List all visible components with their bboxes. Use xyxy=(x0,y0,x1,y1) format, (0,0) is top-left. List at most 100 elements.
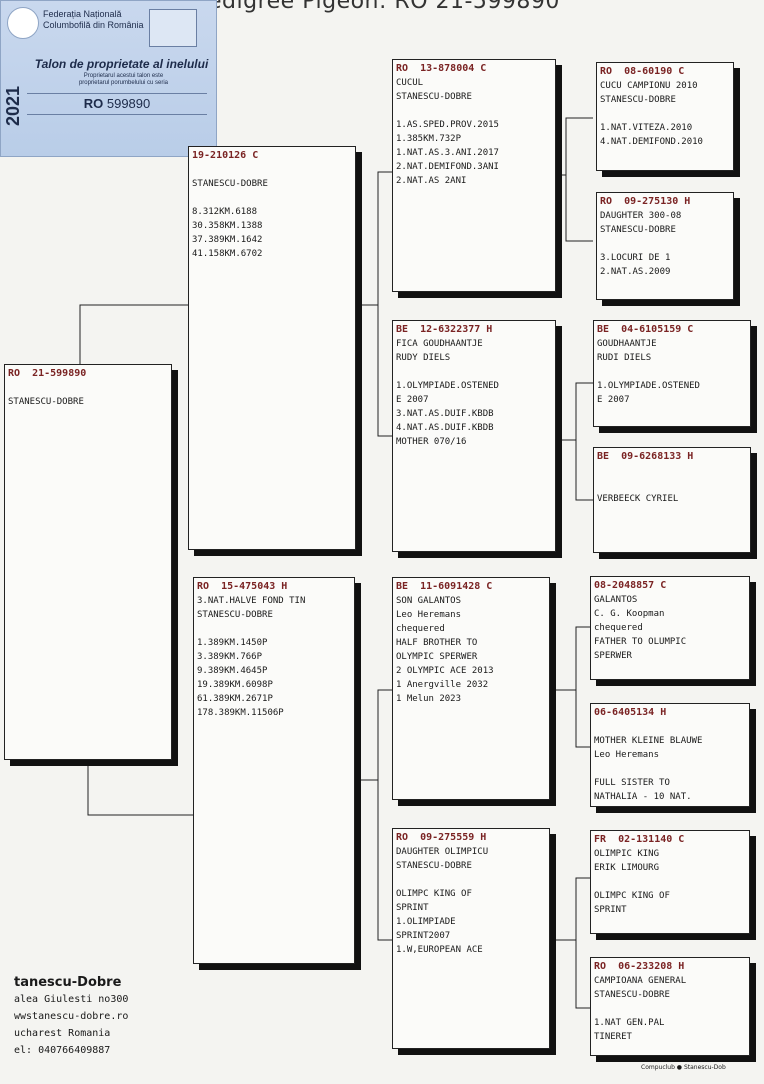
pigeon-info-line: 1.389KM.1450P xyxy=(197,638,268,648)
pigeon-info-line: STANESCU-DOBRE xyxy=(8,397,84,407)
pigeon-info-line: SPRINT xyxy=(396,903,429,913)
pigeon-info-line: OLIMPIC KING xyxy=(594,849,660,859)
pigeon-info-line: 19.389KM.6098P xyxy=(197,680,273,690)
tag-ring-number: RO 599890 xyxy=(27,93,207,115)
pigeon-info-line: STANESCU-DOBRE xyxy=(197,610,273,620)
pigeon-info-line: Leo Heremans xyxy=(396,610,462,620)
pigeon-info-line: STANESCU-DOBRE xyxy=(594,990,670,1000)
pigeon-info-line: SPRINT xyxy=(594,905,627,915)
pigeon-info-line: 4.NAT.DEMIFOND.2010 xyxy=(600,137,703,147)
pigeon-info-line: MOTHER KLEINE BLAUWE xyxy=(594,736,703,746)
pigeon-info-line: 1.W,EUROPEAN ACE xyxy=(396,945,483,955)
pigeon-info-line: 1.NAT GEN.PAL xyxy=(594,1018,665,1028)
blank-line xyxy=(192,191,352,205)
pigeon-info-line: 1 Anergville 2032 xyxy=(396,680,489,690)
pigeon-info-line: 1.OLYMPIADE.OSTENED xyxy=(396,381,499,391)
pigeon-info-line: chequered xyxy=(396,624,445,634)
pigeon-info-line: RUDI DIELS xyxy=(597,353,652,363)
ring-number: RO 15-475043 H xyxy=(197,581,288,592)
pigeon-info-line: 1.NAT.VITEZA.2010 xyxy=(600,123,693,133)
pigeon-info-line: 178.389KM.11506P xyxy=(197,708,284,718)
federation-logo-icon xyxy=(7,7,39,39)
pigeon-info-line: chequered xyxy=(594,623,643,633)
blank-line xyxy=(396,873,546,887)
pigeon-info-line: MOTHER 070/16 xyxy=(396,437,467,447)
breeder-city: ucharest Romania xyxy=(14,1028,111,1039)
pigeon-info-line: OLYMPIC SPERWER xyxy=(396,652,478,662)
federation-seal-icon xyxy=(149,9,197,47)
ring-number: 08-2048857 C xyxy=(594,580,667,591)
ring-number: RO 06-233208 H xyxy=(594,961,685,972)
pigeon-info-line: GALANTOS xyxy=(594,595,638,605)
pigeon-info-line: 1.385KM.732P xyxy=(396,134,462,144)
breeder-contact: tanescu-Dobre alea Giulesti no300 wwstan… xyxy=(14,974,128,1059)
pigeon-info-line: 37.389KM.1642 xyxy=(192,235,263,245)
blank-line xyxy=(594,875,746,889)
tag-subtext-line: Proprietarul acestui talon este xyxy=(83,73,164,79)
pedigree-title: edigree Pigeon: RO 21-599890 xyxy=(208,0,560,14)
pigeon-info-line: 9.389KM.4645P xyxy=(197,666,268,676)
pigeon-info-line: 1 Melun 2023 xyxy=(396,694,462,704)
pigeon-info-line: 4.NAT.AS.DUIF.KBDB xyxy=(396,423,494,433)
pigeon-info-line: 3.NAT.HALVE FOND TIN xyxy=(197,596,306,606)
pigeon-info-line: 1.AS.SPED.PROV.2015 xyxy=(396,120,499,130)
federation-name: Federația Națională Columbofilă din Româ… xyxy=(43,9,144,31)
pigeon-info-line: OLIMPC KING OF xyxy=(396,889,472,899)
ring-number: RO 09-275559 H xyxy=(396,832,487,843)
pigeon-info-line: STANESCU-DOBRE xyxy=(600,225,676,235)
blank-line xyxy=(396,365,552,379)
pigeon-info-line: 41.158KM.6702 xyxy=(192,249,263,259)
breeder-address: alea Giulesti no300 xyxy=(14,994,129,1005)
software-credit: Compuclub ● Stanescu-Dob xyxy=(641,1064,726,1071)
pigeon-info-line: 1.OLIMPIADE xyxy=(396,917,456,927)
blank-line xyxy=(597,464,747,478)
pigeon-info-line: FICA GOUDHAANTJE xyxy=(396,339,483,349)
pigeon-info-line: FATHER TO OLUMPIC xyxy=(594,637,687,647)
blank-line xyxy=(600,237,730,251)
pigeon-info-line: NATHALIA - 10 NAT. xyxy=(594,792,692,802)
blank-line xyxy=(594,1002,746,1016)
pigeon-info-line: ERIK LIMOURG xyxy=(594,863,660,873)
blank-line xyxy=(197,622,351,636)
pigeon-box-dam: RO 15-475043 H 3.NAT.HALVE FOND TIN STANES… xyxy=(193,577,355,964)
blank-line xyxy=(192,163,352,177)
pigeon-info-line: 8.312KM.6188 xyxy=(192,207,258,217)
breeder-phone: el: 040766409887 xyxy=(14,1045,111,1056)
pigeon-info-line: GOUDHAANTJE xyxy=(597,339,657,349)
ring-number: BE 09-6268133 H xyxy=(597,451,694,462)
federation-name-line: Federația Națională xyxy=(43,9,122,19)
pigeon-info-line: 3.NAT.AS.DUIF.KBDB xyxy=(396,409,494,419)
pigeon-info-line: FULL SISTER TO xyxy=(594,778,670,788)
tag-subtext: Proprietarul acestui talon este propriet… xyxy=(41,73,206,87)
blank-line xyxy=(597,478,747,492)
pigeon-info-line: E 2007 xyxy=(396,395,429,405)
tag-year: 2021 xyxy=(3,85,23,127)
pigeon-info-line: CAMPIOANA GENERAL xyxy=(594,976,687,986)
blank-line xyxy=(594,762,746,776)
pigeon-info-line: DAUGHTER OLIMPICU xyxy=(396,847,489,857)
ring-number: RO 08-60190 C xyxy=(600,66,685,77)
pigeon-info-line: SPERWER xyxy=(594,651,632,661)
blank-line xyxy=(597,365,747,379)
pigeon-info-line: CUCUL xyxy=(396,78,424,88)
tag-heading: Talon de proprietate al inelului xyxy=(34,57,209,71)
pigeon-info-line: CUCU CAMPIONU 2010 xyxy=(600,81,698,91)
pigeon-info-line: HALF BROTHER TO xyxy=(396,638,478,648)
pigeon-info-line: 2.NAT.AS 2ANI xyxy=(396,176,467,186)
pigeon-info-line: E 2007 xyxy=(597,395,630,405)
pigeon-info-line: 61.389KM.2671P xyxy=(197,694,273,704)
federation-name-line: Columbofilă din România xyxy=(43,20,144,30)
pigeon-info-line: 2.NAT.AS.2009 xyxy=(600,267,671,277)
